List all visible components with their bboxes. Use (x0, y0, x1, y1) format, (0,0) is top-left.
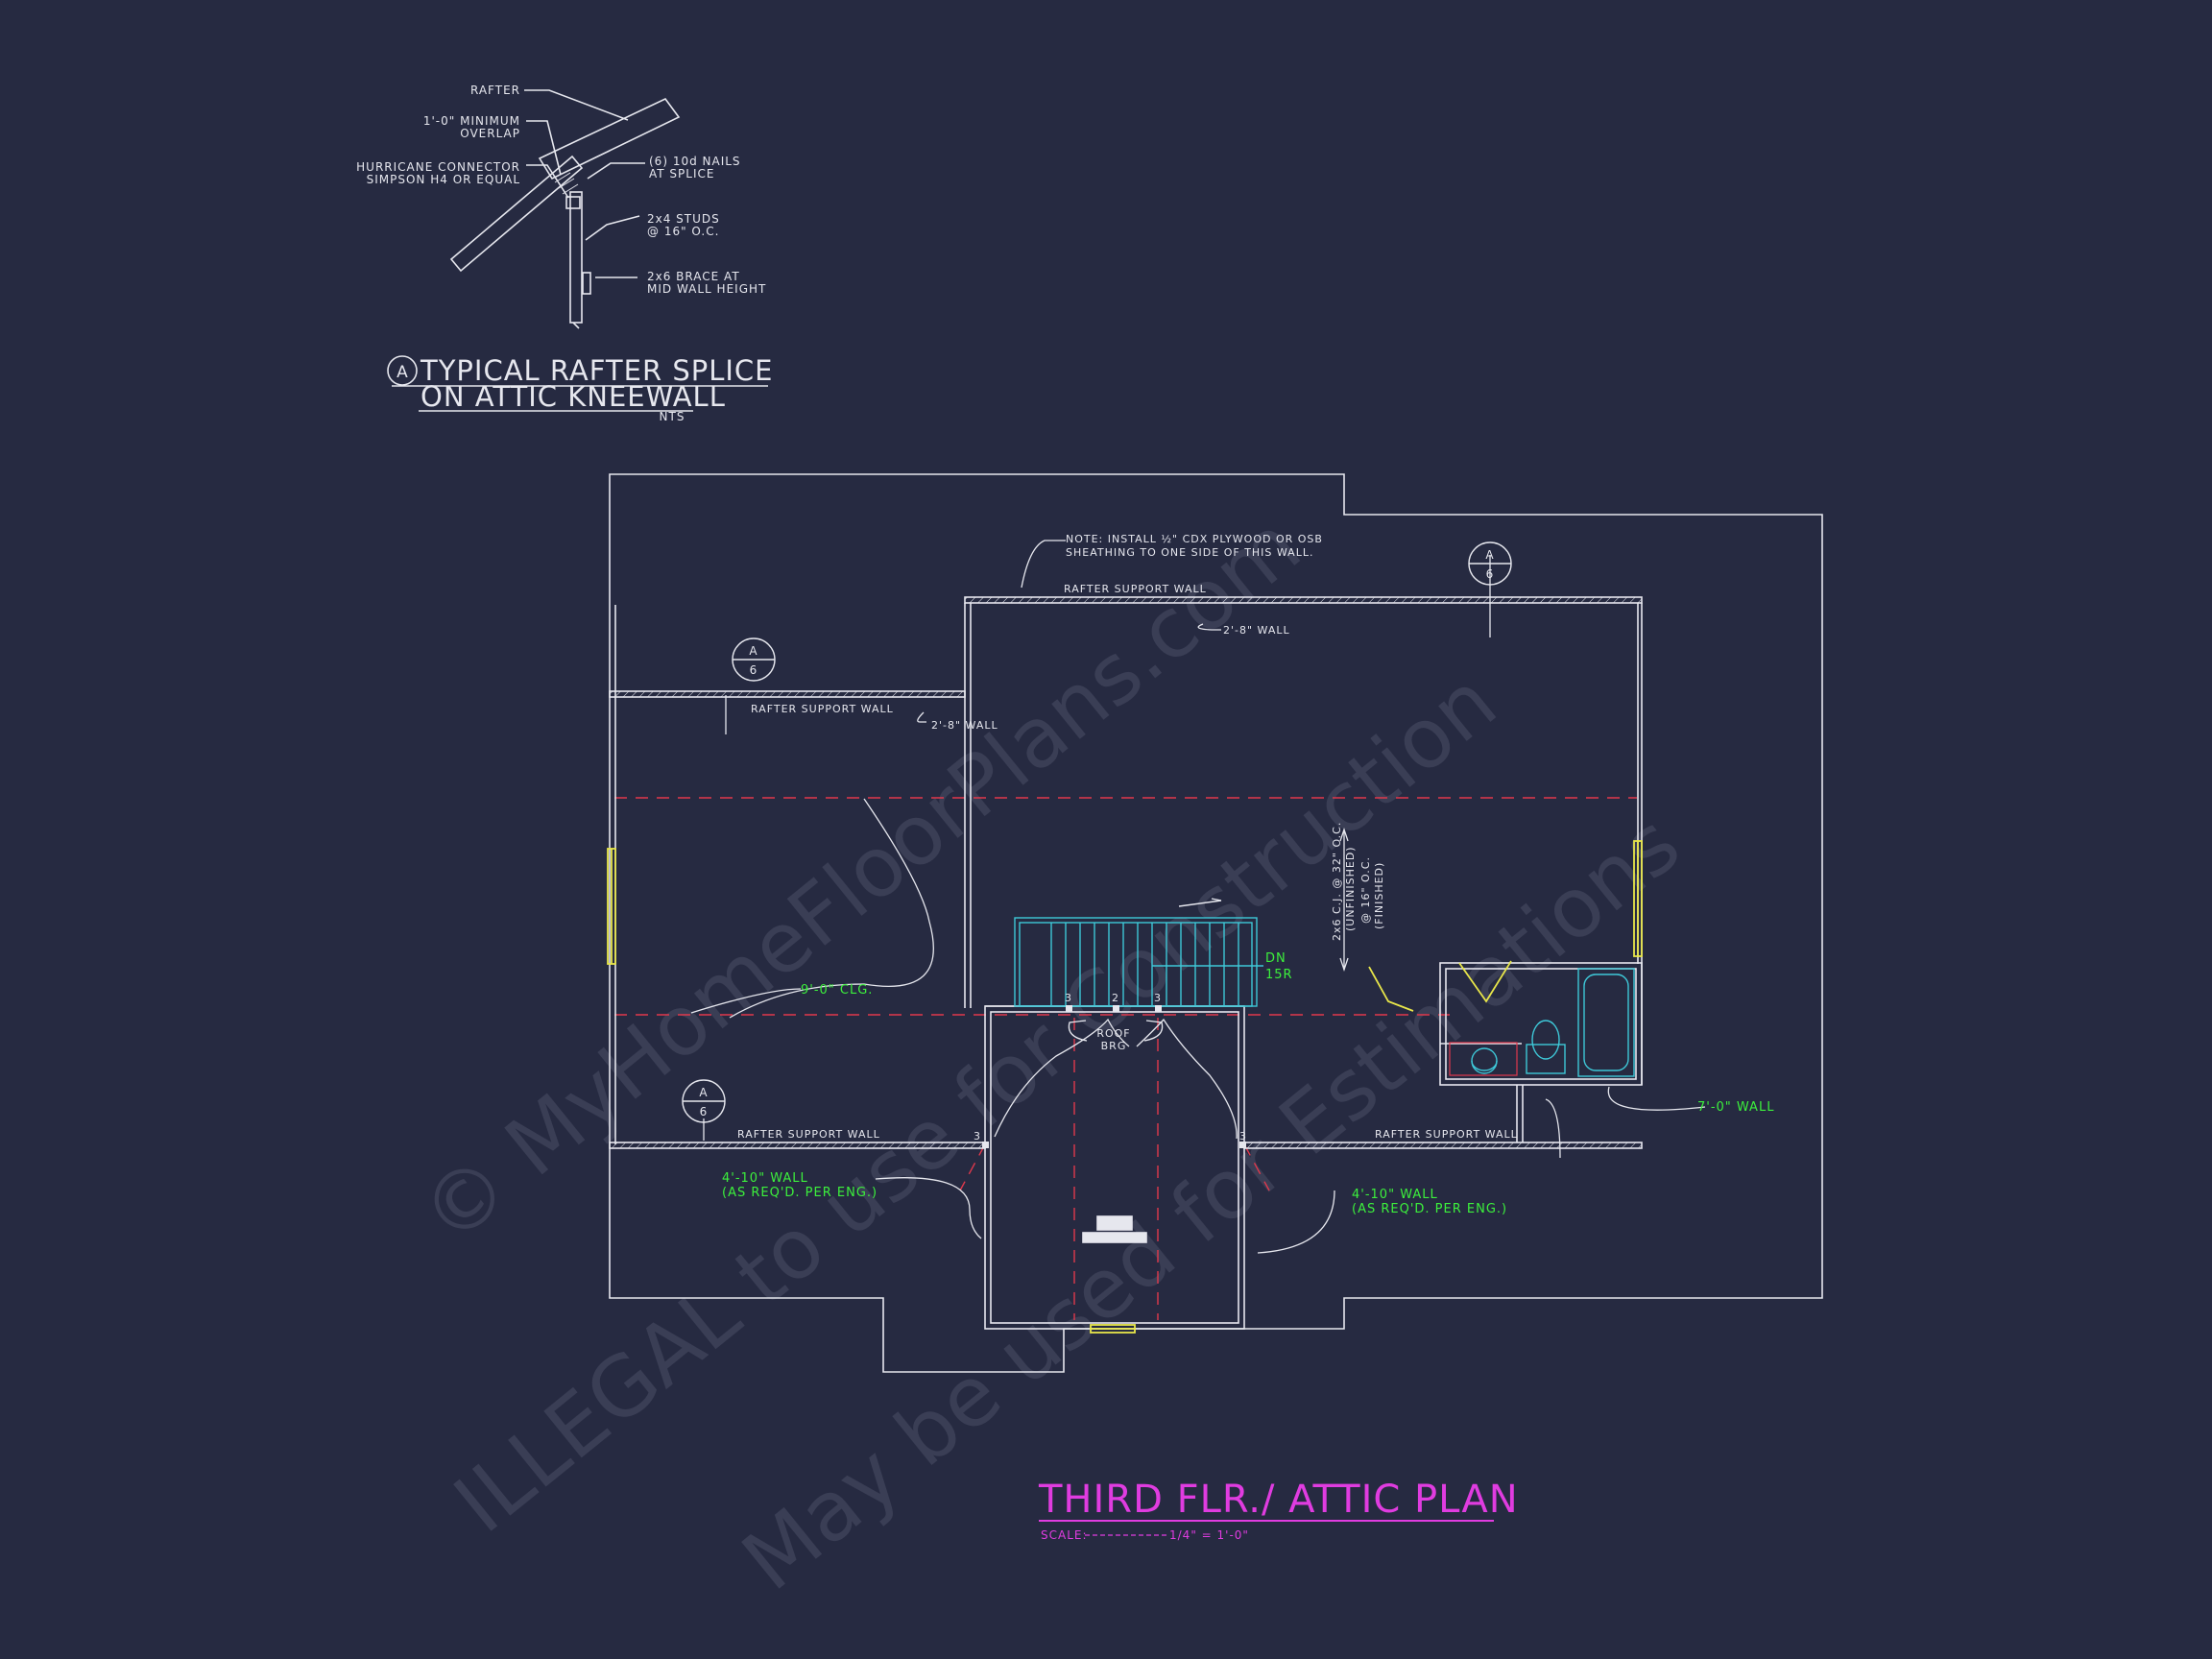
section-sheet-2: 6 (750, 663, 758, 677)
callout-hurricane-1: HURRICANE CONNECTOR (356, 160, 520, 174)
section-marker-bottom-left (682, 1079, 726, 1123)
rafter-splice-detail-labels: RAFTER 1'-0" MINIMUM OVERLAP HURRICANE C… (356, 84, 766, 296)
section-sheet-1: 6 (1486, 567, 1495, 581)
ceiling-height: 9'-0" CLG. (801, 983, 873, 998)
cj-note-2: (UNFINISHED) (1344, 846, 1357, 931)
callout-studs-2: @ 16" O.C. (647, 225, 719, 238)
windows (607, 840, 1643, 1334)
wall-4-10-left-2: (AS REQ'D. PER ENG.) (722, 1186, 878, 1200)
stair (1014, 917, 1635, 1077)
callout-brace-2: MID WALL HEIGHT (647, 282, 766, 296)
callout-rafter: RAFTER (470, 84, 520, 97)
section-marker-top-left (732, 637, 776, 682)
section-letter-3: A (699, 1086, 708, 1099)
plan-title: THIRD FLR./ ATTIC PLAN SCALE: 1/4" = 1'-… (1038, 1478, 1519, 1542)
post-right: 3 (1154, 992, 1162, 1004)
cj-note-1: 2x6 C.J. @ 32" O.C. (1331, 822, 1343, 941)
rafter-wall-top: RAFTER SUPPORT WALL (1064, 583, 1207, 595)
section-letter-2: A (749, 644, 757, 658)
wall-2-8-left: 2'-8" WALL (931, 719, 998, 732)
section-marker-labels: A 6 A 6 A 6 (699, 548, 1495, 1118)
plan-title-text: THIRD FLR./ ATTIC PLAN (1038, 1478, 1519, 1522)
watermark: © MyHomeFloorPlans.com ILLEGAL to use fo… (403, 497, 1697, 1609)
section-letter-1: A (1485, 548, 1494, 562)
plan-green-labels: 9'-0" CLG. DN 15R 7'-0" WALL 4'-10" WALL… (722, 951, 1774, 1216)
post-wall-right: 3 (1239, 1130, 1247, 1142)
stair-risers: 15R (1265, 968, 1293, 982)
post-left: 3 (1065, 992, 1072, 1004)
wall-4-10-left-1: 4'-10" WALL (722, 1171, 808, 1186)
scale-label: SCALE: (1041, 1528, 1088, 1542)
plan-leaders (690, 540, 1706, 1254)
wall-2-8-top: 2'-8" WALL (1223, 624, 1290, 637)
wall-4-10-right-2: (AS REQ'D. PER ENG.) (1352, 1202, 1507, 1216)
detail-nts: NTS (660, 410, 685, 423)
posts (982, 1005, 1246, 1148)
wall-7-0: 7'-0" WALL (1697, 1100, 1774, 1115)
scale-value: 1/4" = 1'-0" (1169, 1528, 1249, 1542)
rafter-wall-bottom-right: RAFTER SUPPORT WALL (1375, 1128, 1518, 1141)
plan-labels: NOTE: INSTALL ½" CDX PLYWOOD OR OSB SHEA… (737, 533, 1518, 1142)
detail-title: A TYPICAL RAFTER SPLICE ON ATTIC KNEEWAL… (387, 354, 774, 423)
rafter-wall-bottom-left: RAFTER SUPPORT WALL (737, 1128, 880, 1141)
section-sheet-3: 6 (700, 1105, 709, 1118)
sheathing-note-2: SHEATHING TO ONE SIDE OF THIS WALL. (1066, 546, 1313, 559)
cj-note-4: (FINISHED) (1373, 862, 1385, 929)
roof-brg-1: ROOF (1096, 1027, 1130, 1040)
post-wall-left: 3 (974, 1130, 981, 1142)
callout-nails-1: (6) 10d NAILS (649, 155, 741, 168)
ridge-lines (614, 797, 1637, 1320)
wall-hatching (610, 597, 1642, 1148)
detail-bubble (387, 355, 418, 386)
stair-dn: DN (1265, 951, 1286, 966)
rafter-splice-detail (449, 89, 681, 329)
post-mid: 2 (1112, 992, 1119, 1004)
sheathing-note-1: NOTE: INSTALL ½" CDX PLYWOOD OR OSB (1066, 533, 1323, 545)
callout-hurricane-2: SIMPSON H4 OR EQUAL (367, 173, 520, 186)
cj-note-3: @ 16" O.C. (1359, 856, 1372, 924)
roof-brg-2: BRG (1101, 1040, 1127, 1052)
callout-studs-1: 2x4 STUDS (647, 212, 720, 226)
callout-overlap-2: OVERLAP (460, 127, 520, 140)
callout-overlap-1: 1'-0" MINIMUM (423, 114, 520, 128)
section-marker-top-right (1468, 541, 1512, 586)
detail-title-line-1: TYPICAL RAFTER SPLICE (420, 354, 774, 387)
wall-4-10-right-1: 4'-10" WALL (1352, 1188, 1438, 1202)
callout-nails-2: AT SPLICE (649, 167, 714, 180)
section-markers (682, 541, 1512, 1123)
detail-bubble-letter: A (397, 363, 408, 382)
callout-brace-1: 2x6 BRACE AT (647, 270, 740, 283)
detail-title-line-2: ON ATTIC KNEEWALL (421, 380, 726, 413)
building-outline (609, 473, 1823, 1373)
rafter-wall-left: RAFTER SUPPORT WALL (751, 703, 894, 715)
